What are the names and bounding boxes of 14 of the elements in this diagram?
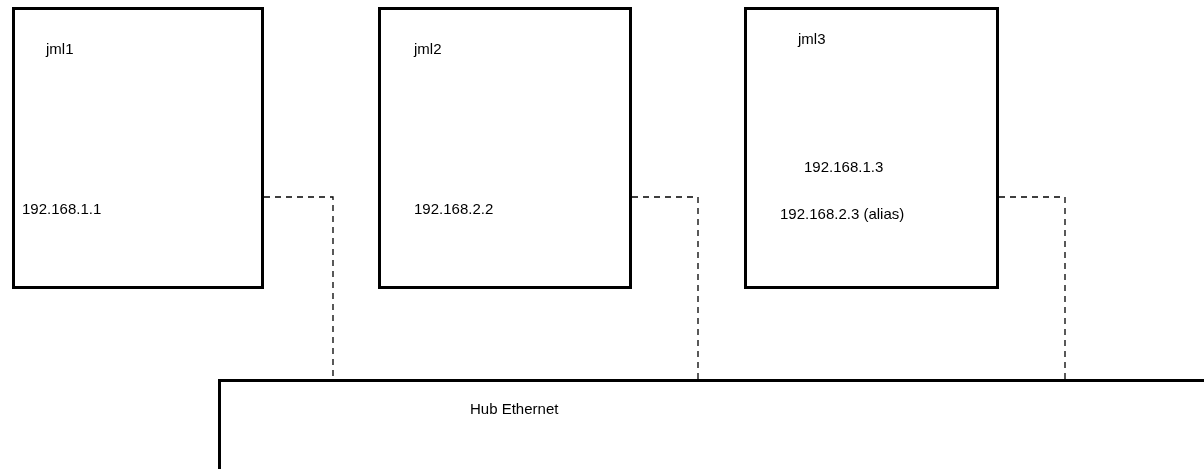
dashed-connector [998,196,1066,380]
ip-address: 192.168.2.2 [414,200,494,217]
ip-address: 192.168.1.3 [804,158,884,175]
hub-box [218,379,1204,469]
host-name: jml1 [46,40,74,57]
host-name: jml2 [414,40,442,57]
ip-address: 192.168.1.1 [22,200,102,217]
host-name: jml3 [798,30,826,47]
host-box [12,7,264,289]
host-box [378,7,632,289]
host-box [744,7,999,289]
hub-label: Hub Ethernet [470,400,559,417]
dashed-connector [631,196,699,380]
ip-address: 192.168.2.3 (alias) [780,205,905,222]
